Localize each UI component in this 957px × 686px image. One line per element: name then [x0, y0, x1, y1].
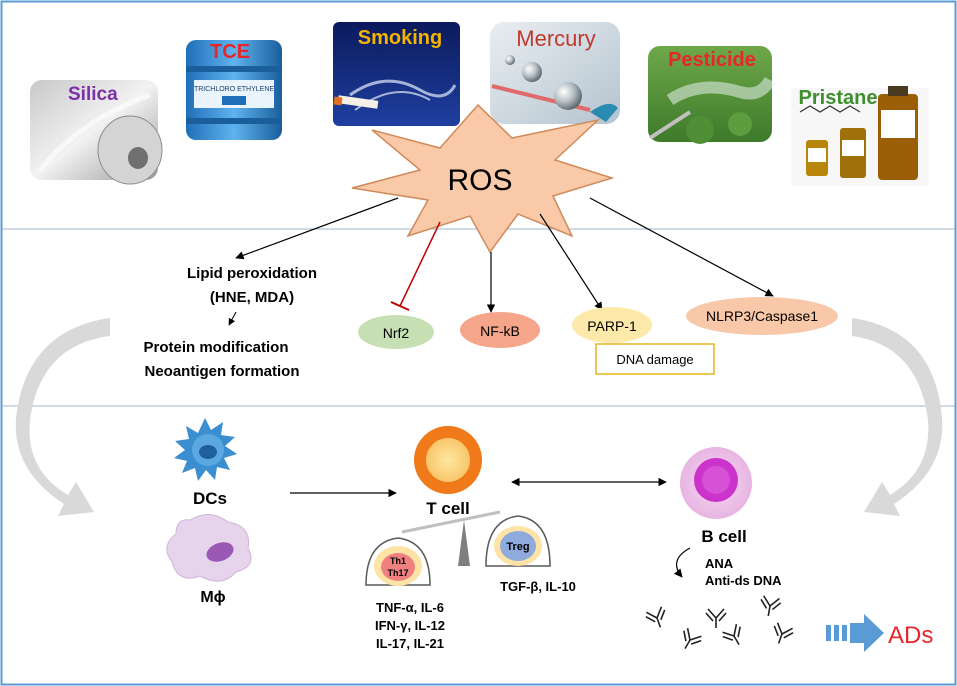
ads-arrow [826, 614, 884, 652]
nrf2-label: Nrf2 [383, 325, 410, 341]
th1-label: Th1 [390, 556, 406, 566]
treg-label: Treg [506, 541, 529, 553]
th17-label: Th17 [387, 568, 408, 578]
ana-label: ANA [705, 556, 734, 571]
nrf2-node [358, 315, 434, 349]
th-cytokine-line-1: TNF-α, IL-6 [376, 600, 444, 615]
arrow-lipid-protein [228, 311, 237, 326]
nfkb-label: NF-kB [480, 323, 520, 339]
pesticide-label: Pesticide [668, 49, 756, 71]
parp-label: PARP-1 [587, 318, 637, 334]
antibody-icon [705, 608, 727, 628]
differentiation-beam [401, 510, 501, 534]
nlrp3-node [686, 297, 838, 335]
curved-arrow-left [15, 318, 110, 516]
lipid-products-label: (HNE, MDA) [210, 289, 294, 306]
inhibit-ros-nrf2 [399, 221, 441, 307]
bcell-nucleus-core [702, 466, 730, 494]
tce-barrel-text: TRICHLORO ETHYLENE [194, 86, 274, 93]
antibody-icon [722, 624, 741, 646]
th-cell-inner [381, 553, 415, 581]
smoking-cigarette-image [333, 22, 460, 126]
pristane-bottles-image [791, 86, 929, 186]
nlrp3-label: NLRP3/Caspase1 [706, 308, 818, 324]
silica-label: Silica [68, 84, 118, 105]
pristane-label: Pristane [799, 87, 878, 109]
ros-label: ROS [447, 164, 512, 197]
antibody-icon [683, 628, 702, 650]
antids-label: Anti-ds DNA [705, 573, 782, 588]
curved-arrow-right [852, 318, 943, 516]
ads-label: ADs [888, 622, 933, 649]
tce-label: TCE [210, 41, 250, 63]
antibodies-group [645, 595, 794, 650]
antibody-icon [773, 622, 794, 644]
parp-node [572, 307, 652, 343]
inhibit-ros-nrf2-bar [390, 301, 410, 311]
smoking-label: Smoking [358, 27, 442, 49]
arrow-ros-parp [539, 213, 603, 311]
neoantigen-formation-label: Neoantigen formation [144, 363, 299, 380]
macrophage-label: Mϕ [200, 589, 225, 606]
dna-damage-label: DNA damage [616, 352, 693, 367]
differentiation-fulcrum [458, 520, 470, 566]
macrophage-image [166, 514, 252, 582]
dcs-label: DCs [193, 489, 227, 508]
ros-burst-shape [351, 103, 615, 254]
tce-barrel-image: TRICHLORO ETHYLENE [186, 40, 282, 140]
mercury-droplets-image [490, 22, 620, 124]
dendritic-cell-image [174, 418, 237, 481]
mercury-label: Mercury [516, 26, 595, 51]
treg-cytokines: TGF-β, IL-10 [500, 579, 576, 594]
lipid-peroxidation-label: Lipid peroxidation [187, 265, 317, 282]
treg-inner [500, 531, 536, 561]
tcell-label: T cell [426, 499, 469, 518]
th-cytokine-line-3: IL-17, IL-21 [376, 636, 444, 651]
dna-damage-box [595, 343, 715, 375]
arrow-bcell-antibodies [673, 547, 691, 578]
tcell-inner [426, 438, 470, 482]
antibody-icon [760, 595, 782, 616]
protein-modification-label: Protein modification [143, 339, 288, 356]
pesticide-spray-image [648, 46, 776, 144]
silica-disc-image [30, 80, 163, 185]
arrow-ros-nlrp3 [589, 197, 774, 297]
antibody-icon [645, 606, 666, 628]
arrow-ros-lipid [235, 197, 399, 260]
nfkb-node [460, 312, 540, 348]
bcell-label: B cell [701, 527, 746, 546]
th-cytokine-line-2: IFN-γ, IL-12 [375, 618, 445, 633]
